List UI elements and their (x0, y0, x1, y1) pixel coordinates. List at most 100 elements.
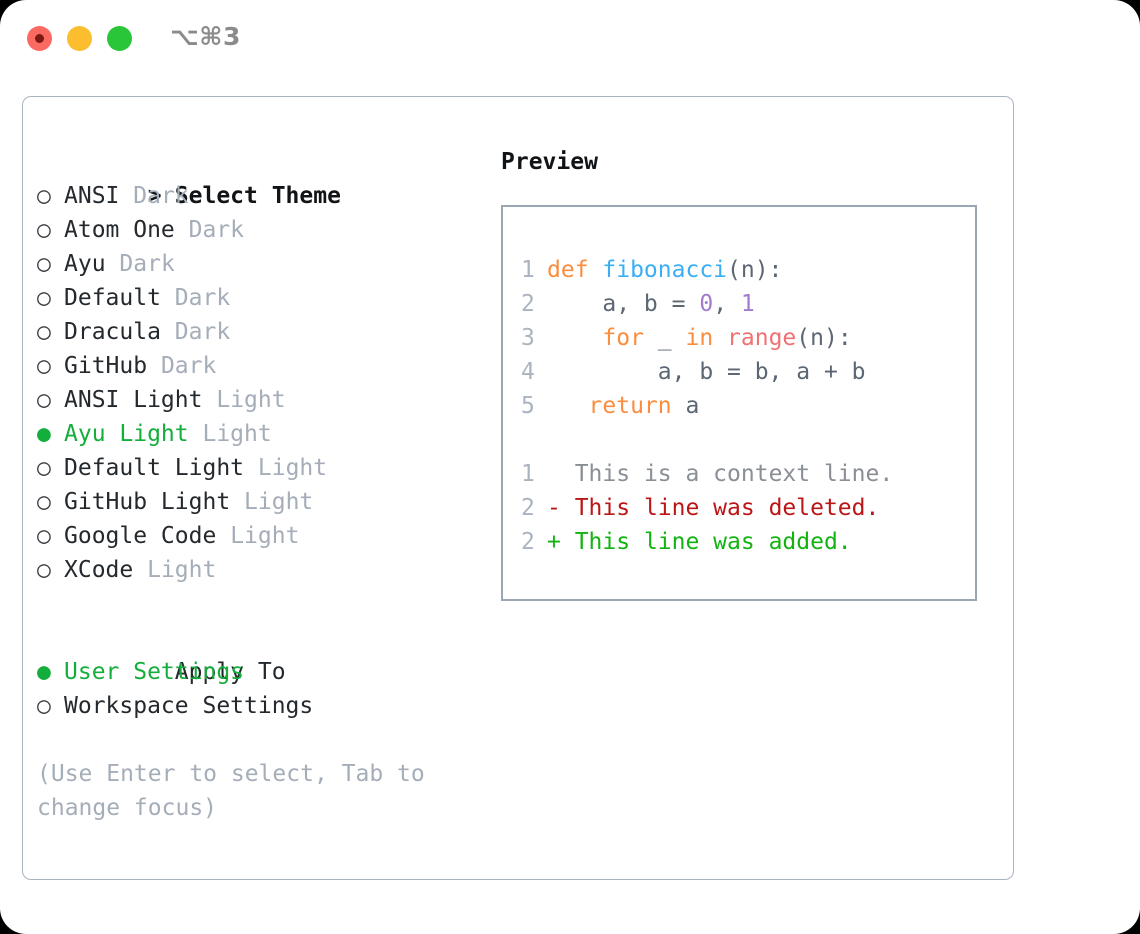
code-token: _ (643, 325, 686, 351)
theme-option-default[interactable]: ○ Default Dark (37, 281, 487, 315)
diff-marker (547, 461, 575, 487)
code-token: fibonacci (602, 257, 728, 283)
diff-line: 1 This is a context line. (521, 457, 975, 491)
radio-unselected-icon: ○ (37, 693, 51, 719)
theme-option-ayu[interactable]: ○ Ayu Dark (37, 247, 487, 281)
theme-option-label: Dracula (64, 319, 161, 345)
theme-option-variant: Dark (160, 353, 217, 379)
theme-option-variant: Dark (174, 285, 231, 311)
theme-option-variant: Dark (133, 183, 189, 209)
code-line: 4 a, b = b, a + b (521, 355, 975, 389)
code-token: for (602, 325, 644, 351)
theme-option-variant: Light (147, 557, 217, 583)
code-token: a (671, 393, 700, 419)
line-number: 1 (521, 461, 535, 487)
diff-line: 2+ This line was added. (521, 525, 975, 559)
radio-unselected-icon: ○ (37, 251, 51, 277)
select-theme-title: Select Theme (174, 183, 341, 209)
radio-unselected-icon: ○ (37, 455, 51, 481)
theme-option-label: ANSI Light (64, 387, 203, 413)
radio-selected-icon: ● (37, 421, 51, 447)
line-number: 4 (521, 359, 535, 385)
theme-option-ansi[interactable]: ○ANSI Dark (37, 179, 487, 213)
radio-unselected-icon: ○ (37, 217, 51, 243)
line-number: 5 (521, 393, 535, 419)
theme-list: ○ANSI Dark○Atom One Dark○Ayu Dark○Defaul… (37, 179, 487, 587)
theme-option-atom-one[interactable]: ○ Atom One Dark (37, 213, 487, 247)
code-token: 1 (740, 291, 755, 317)
diff-marker: + (547, 529, 575, 555)
line-number: 3 (521, 325, 535, 351)
keyboard-hint: (Use Enter to select, Tab to change focu… (37, 761, 425, 821)
theme-option-xcode[interactable]: ○XCode Light (37, 553, 487, 587)
apply-to-option-user-settings[interactable]: ● User Settings (37, 655, 487, 689)
theme-option-label: Ayu (64, 251, 106, 277)
close-icon (35, 34, 44, 43)
theme-option-label: GitHub (64, 353, 148, 379)
radio-unselected-icon: ○ (37, 183, 51, 209)
maximize-button[interactable] (107, 26, 132, 51)
code-token: def (547, 257, 603, 283)
apply-to-title: Apply To (174, 659, 286, 685)
close-button[interactable] (27, 26, 52, 51)
code-token: (n): (796, 325, 852, 351)
code-token: (n): (727, 257, 783, 283)
theme-option-ansi-light[interactable]: ○ ANSI Light Light (37, 383, 487, 417)
line-number: 2 (521, 529, 535, 555)
theme-option-github[interactable]: ○ GitHub Dark (37, 349, 487, 383)
diff-marker: - (547, 495, 575, 521)
apply-to-header: Apply To (37, 621, 487, 685)
code-token: in (685, 325, 714, 351)
theme-option-label: GitHub Light (64, 489, 231, 515)
apply-to-option-label: User Settings (64, 659, 245, 685)
theme-option-label: XCode (64, 557, 134, 583)
theme-option-ayu-light[interactable]: ●Ayu Light Light (37, 417, 487, 451)
code-token: 0 (699, 291, 714, 317)
code-token: return (588, 393, 672, 419)
radio-unselected-icon: ○ (37, 353, 51, 379)
minimize-button[interactable] (67, 26, 92, 51)
theme-option-default-light[interactable]: ○Default Light Light (37, 451, 487, 485)
radio-selected-icon: ● (37, 659, 51, 685)
code-diff-spacer (521, 423, 975, 457)
theme-option-google-code[interactable]: ○Google Code Light (37, 519, 487, 553)
keyboard-shortcut-label: ⌥⌘3 (170, 22, 241, 51)
section-spacer (37, 587, 487, 621)
theme-option-label: Google Code (64, 523, 217, 549)
radio-unselected-icon: ○ (37, 285, 51, 311)
radio-unselected-icon: ○ (37, 319, 51, 345)
theme-option-label: Default (64, 285, 161, 311)
diff-text: This is a context line. (574, 461, 894, 487)
theme-option-github-light[interactable]: ○ GitHub Light Light (37, 485, 487, 519)
theme-option-dracula[interactable]: ○ Dracula Dark (37, 315, 487, 349)
code-token (713, 325, 727, 351)
theme-option-variant: Light (244, 489, 314, 515)
apply-to-option-label: Workspace Settings (64, 693, 314, 719)
code-line: 2 a, b = 0, 1 (521, 287, 975, 321)
title-bar: ⌥⌘3 (0, 0, 1140, 78)
prompt-caret-icon: > (147, 183, 162, 209)
radio-unselected-icon: ○ (37, 523, 51, 549)
theme-option-variant: Light (202, 421, 272, 447)
line-number: 2 (521, 291, 535, 317)
diff-line: 2- This line was deleted. (521, 491, 975, 525)
radio-unselected-icon: ○ (37, 387, 51, 413)
code-token (547, 325, 602, 351)
theme-option-label: Atom One (64, 217, 175, 243)
code-token: a, b = b, a + b (547, 359, 866, 385)
theme-option-variant: Dark (174, 319, 231, 345)
code-token (547, 393, 589, 419)
theme-option-variant: Light (216, 387, 286, 413)
radio-unselected-icon: ○ (37, 489, 51, 515)
code-token: a, b = (547, 291, 700, 317)
apply-to-list: ● User Settings ○ Workspace Settings (37, 655, 487, 723)
code-token: , (713, 291, 741, 317)
theme-option-variant: Dark (188, 217, 245, 243)
apply-to-option-workspace-settings[interactable]: ○ Workspace Settings (37, 689, 487, 723)
theme-select-column: >Select Theme ○ANSI Dark○Atom One Dark○A… (37, 145, 487, 825)
theme-option-variant: Dark (119, 251, 175, 277)
